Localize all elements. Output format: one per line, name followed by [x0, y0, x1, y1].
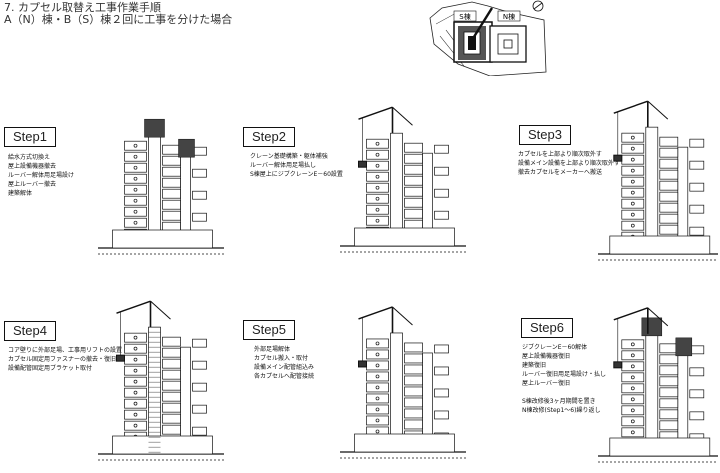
step2-building-elevation	[340, 106, 466, 253]
step6-notes: ジブクレーンE－60解体屋上設備機器復旧建築復旧ルーバー復旧用足場設け・払し屋上…	[522, 344, 606, 414]
step1-label: Step1	[4, 127, 56, 147]
step6-label: Step6	[521, 318, 573, 338]
s-tower-label: S棟	[459, 12, 470, 21]
n-tower-label: N棟	[503, 12, 515, 21]
step3-notes: カプセルを上部より順次取外す設備メイン設備を上部より順次取外す撤去カプセルをメー…	[518, 151, 620, 176]
site-plan: S棟 N棟	[429, 0, 547, 76]
step3-label: Step3	[519, 125, 571, 145]
step2-label: Step2	[243, 127, 295, 147]
step3-building-elevation	[598, 100, 718, 261]
step1-building-elevation	[98, 118, 224, 255]
document-title: 7. カプセル取替え工事作業手順	[4, 1, 161, 14]
step5-notes: 外部足場解体カプセル搬入・取付設備メイン配管組込み各カプセルへ配管接続	[254, 346, 315, 380]
step4-building-elevation	[98, 300, 224, 461]
step1-notes: 給水方式切換え屋上設備機器撤去ルーバー解体用足場設け屋上ルーバー撤去建築解体	[8, 154, 74, 197]
document-subtitle: A（N）棟・B（S）棟２回に工事を分けた場合	[4, 13, 233, 26]
step4-notes: コア壁りに外部足場、工事用リフトの設置カプセル固定用ファスナーの撤去・復旧設備配…	[8, 347, 123, 372]
step4-label: Step4	[4, 321, 56, 341]
north-arrow-icon	[532, 0, 544, 12]
step5-building-elevation	[340, 306, 466, 459]
step5-label: Step5	[243, 320, 295, 340]
step6-building-elevation	[598, 307, 718, 463]
